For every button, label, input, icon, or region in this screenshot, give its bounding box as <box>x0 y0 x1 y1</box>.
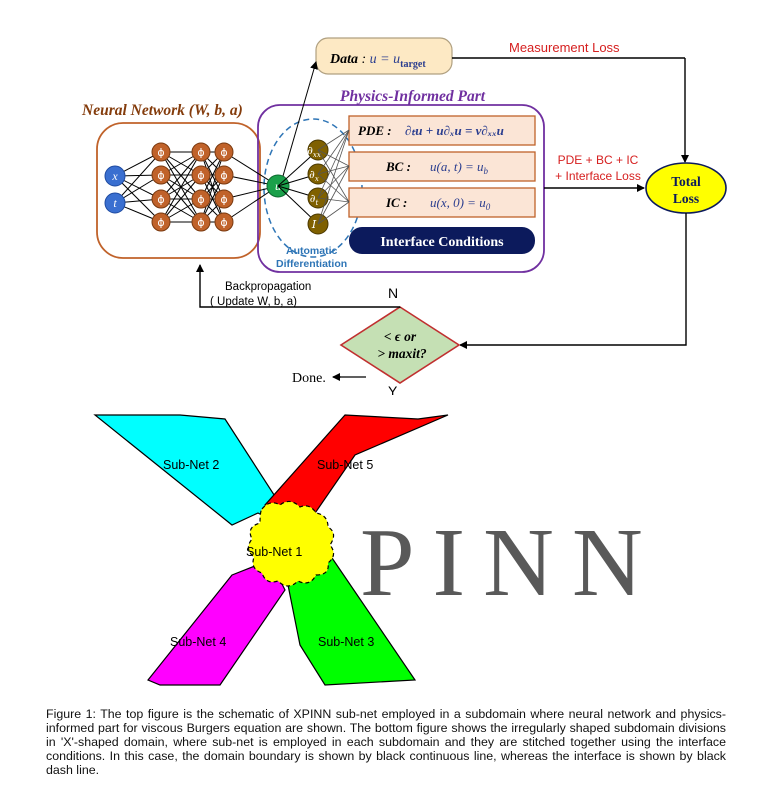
output-to-data-arrow <box>282 61 318 177</box>
svg-text:ϕ: ϕ <box>220 146 227 159</box>
input-node-t: t <box>104 192 126 214</box>
hidden-node-l3-4: ϕ <box>214 212 234 232</box>
subnet-5-label: Sub-Net 5 <box>317 458 373 472</box>
hidden-node-l2-2: ϕ <box>191 165 211 185</box>
svg-text:ϕ: ϕ <box>197 193 204 206</box>
total-loss-label-2: Loss <box>673 191 699 206</box>
hidden-node-l1-2: ϕ <box>151 165 171 185</box>
update-arrow <box>196 264 400 308</box>
loss-to-decision-arrow <box>459 213 687 349</box>
subnet-5-region <box>264 414 449 536</box>
svg-text:ϕ: ϕ <box>157 169 164 182</box>
data-box <box>315 37 453 75</box>
measurement-loss-label: Measurement Loss <box>509 40 620 55</box>
done-label: Done. <box>292 371 326 386</box>
pde-loss-label-2: + Interface Loss <box>555 169 641 183</box>
derivative-edges <box>317 129 350 225</box>
backprop-label-1: Backpropagation <box>225 281 311 293</box>
subnet-1-label: Sub-Net 1 <box>246 545 302 559</box>
physics-title: Physics-Informed Part <box>340 88 486 105</box>
hidden-node-l3-2: ϕ <box>214 165 234 185</box>
ic-label: IC : <box>385 195 407 210</box>
decision-label-2: > maxit? <box>377 346 427 361</box>
x-domain-figure: Sub-Net 2 Sub-Net 5 Sub-Net 1 Sub-Net 4 … <box>93 414 661 686</box>
svg-text:ϕ: ϕ <box>220 216 227 229</box>
bc-label: BC : <box>385 159 411 174</box>
ic-equation: u(x, 0) = u0 <box>430 195 491 212</box>
svg-text:x: x <box>111 169 118 183</box>
svg-text:∂t: ∂t <box>310 192 319 207</box>
nn-edges <box>114 151 279 223</box>
no-label: N <box>388 285 398 301</box>
figure-caption: Figure 1: The top figure is the schemati… <box>46 707 726 777</box>
subnet-1-region <box>247 500 335 587</box>
hidden-node-l1-4: ϕ <box>151 212 171 232</box>
hidden-node-l1-3: ϕ <box>151 189 171 209</box>
subnet-2-label: Sub-Net 2 <box>163 458 219 472</box>
interface-conditions-box <box>349 227 535 254</box>
svg-text:ϕ: ϕ <box>157 216 164 229</box>
svg-text:ϕ: ϕ <box>197 216 204 229</box>
data-box-prefix: Data : u = utarget <box>329 52 426 70</box>
svg-text:ϕ: ϕ <box>197 146 204 159</box>
svg-text:ϕ: ϕ <box>197 169 204 182</box>
xpinn-schematic: Data : u = utarget Measurement Loss Neur… <box>81 37 727 395</box>
pde-label: PDE : <box>358 123 392 138</box>
ic-box <box>348 187 536 218</box>
svg-text:ϕ: ϕ <box>157 146 164 159</box>
pde-equation: ∂ₜu + u∂ₓu = ν∂ₓₓu <box>405 123 504 138</box>
pde-loss-label-1: PDE + BC + IC <box>558 153 639 167</box>
nn-title: Neural Network (W, b, a) <box>81 102 243 119</box>
pinn-logo: PINN <box>360 509 661 617</box>
auto-diff-label-2: Differentiation <box>276 258 347 270</box>
svg-text:∂x: ∂x <box>309 168 319 183</box>
bc-equation: u(a, t) = ub <box>430 159 489 176</box>
derivative-node-1: ∂xx <box>307 139 329 161</box>
decision-diamond <box>339 306 461 384</box>
svg-text:I: I <box>311 218 317 231</box>
yes-label: Y <box>388 383 398 395</box>
hidden-node-l2-1: ϕ <box>191 142 211 162</box>
svg-text:t: t <box>113 196 117 210</box>
auto-diff-label-1: Automatic <box>286 245 337 257</box>
svg-text:ϕ: ϕ <box>220 169 227 182</box>
svg-text:ϕ: ϕ <box>157 193 164 206</box>
hidden-node-l2-3: ϕ <box>191 189 211 209</box>
pde-box <box>348 115 536 146</box>
svg-text:ϕ: ϕ <box>220 193 227 206</box>
hidden-node-l3-1: ϕ <box>214 142 234 162</box>
input-node-x: x <box>104 165 126 187</box>
hidden-node-l2-4: ϕ <box>191 212 211 232</box>
total-loss-label-1: Total <box>671 174 701 189</box>
subnet-4-region <box>147 559 286 686</box>
subnet-4-label: Sub-Net 4 <box>170 635 226 649</box>
hidden-node-l1-1: ϕ <box>151 142 171 162</box>
hidden-node-l3-3: ϕ <box>214 189 234 209</box>
decision-label-1: < ϵ or <box>384 329 417 344</box>
backprop-label-2: ( Update W, b, a) <box>210 296 297 308</box>
interface-conditions-label: Interface Conditions <box>380 235 504 250</box>
subnet-3-label: Sub-Net 3 <box>318 635 374 649</box>
